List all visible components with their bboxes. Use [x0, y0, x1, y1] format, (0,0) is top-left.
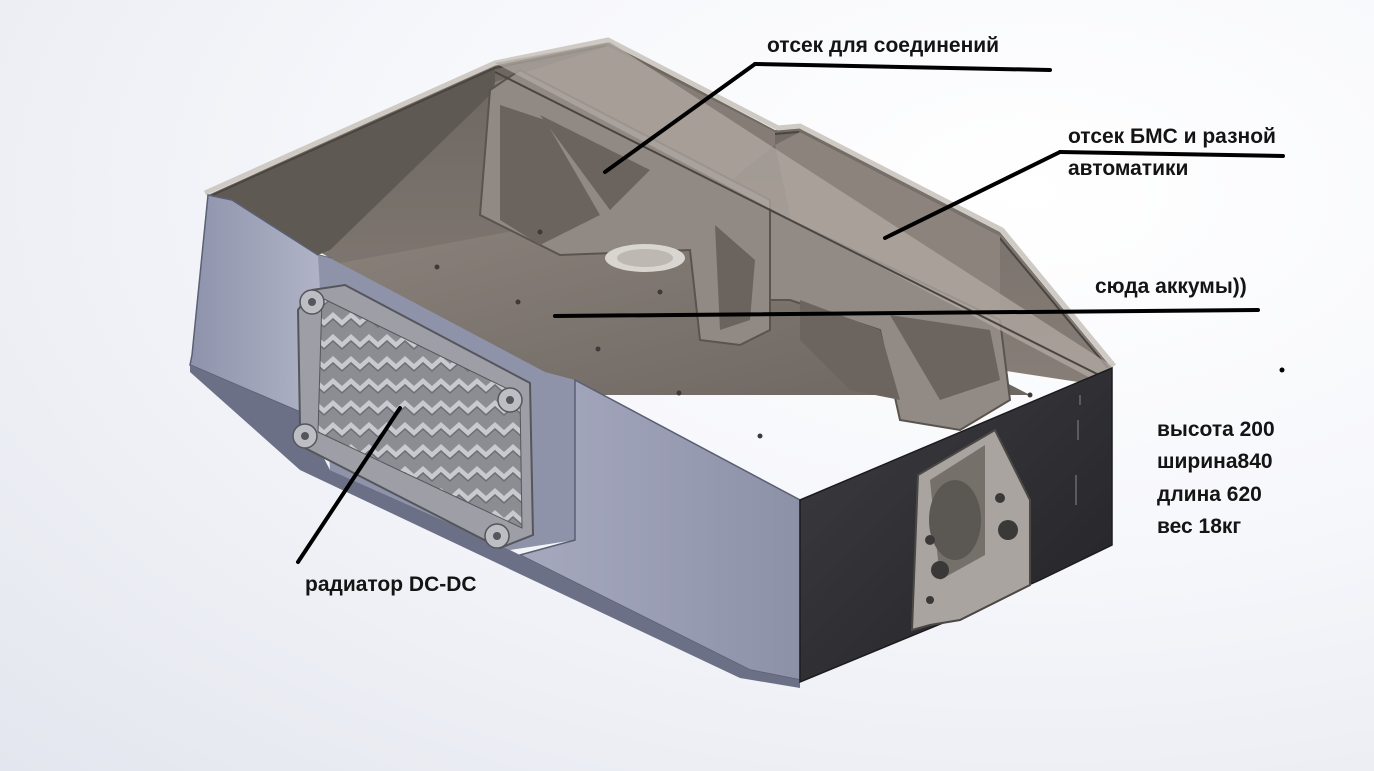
- label-connections-bay: отсек для соединений: [767, 34, 1000, 57]
- leader-connections: [753, 62, 1052, 72]
- spec-length: длина 620: [1157, 483, 1262, 506]
- left-inner-wall: [212, 68, 495, 255]
- radiator-fins: [317, 297, 523, 529]
- leader-bms: [1058, 150, 1285, 158]
- label-batteries: сюда аккумы)): [1095, 275, 1247, 298]
- leader-batteries: [553, 308, 1260, 318]
- label-radiator: радиатор DC-DC: [305, 573, 477, 596]
- bracket-hole: [998, 520, 1018, 540]
- annotation-leaders: [296, 62, 1285, 564]
- spec-width: ширина840: [1157, 450, 1273, 473]
- label-bms-bay-line2: автоматики: [1068, 157, 1189, 180]
- leader-radiator: [296, 406, 402, 564]
- floor-holes: [434, 229, 1033, 439]
- center-rail: [495, 42, 1112, 382]
- label-bms-bay-line1: отсек БМС и разной: [1068, 125, 1276, 148]
- bottom-lip: [190, 365, 800, 688]
- spec-weight: вес 18кг: [1157, 515, 1242, 538]
- end-panel-slots: [1075, 395, 1081, 505]
- spec-height: высота 200: [1157, 418, 1275, 441]
